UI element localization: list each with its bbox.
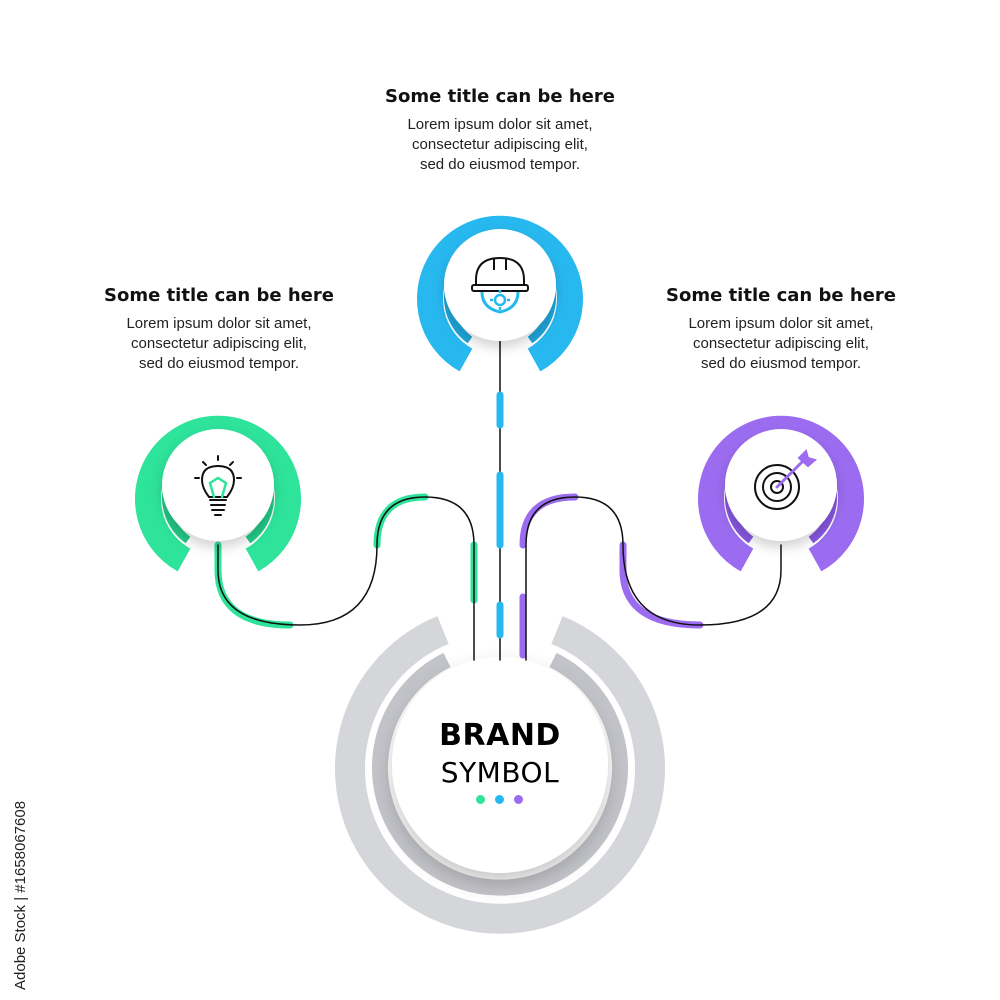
- hub-outer-ring: [335, 616, 665, 934]
- node-left: [135, 415, 301, 572]
- step-top-body-line: sed do eiusmod tempor.: [419, 156, 581, 173]
- step-top-title: Some title can be here: [385, 86, 615, 107]
- connector-purple-line: [525, 496, 782, 661]
- step-left-text: Some title can be here Lorem ipsum dolor…: [69, 284, 369, 374]
- node-top-ring: [417, 215, 583, 372]
- hub-inner-ring: [372, 652, 628, 896]
- connector-purple-accent-3: [619, 541, 704, 629]
- step-left-body-line: consectetur adipiscing elit,: [131, 335, 307, 352]
- connector-green-accent-2: [373, 493, 429, 549]
- stock-watermark: Adobe Stock | #1658067608: [8, 750, 32, 990]
- node-right: [698, 415, 864, 572]
- step-left-body-line: Lorem ipsum dolor sit amet,: [126, 315, 312, 332]
- step-right-text: Some title can be here Lorem ipsum dolor…: [631, 284, 931, 374]
- step-right-body-line: Lorem ipsum dolor sit amet,: [688, 315, 874, 332]
- lightbulb-icon: [194, 455, 242, 516]
- brand-dot-green: [476, 795, 485, 804]
- hub-disc: [392, 657, 608, 873]
- step-left-title: Some title can be here: [104, 285, 334, 306]
- brand-dot-blue: [495, 795, 504, 804]
- brand-line-2: SYMBOL: [440, 756, 560, 789]
- connector-green-line: [217, 496, 475, 661]
- connectors: [214, 334, 782, 661]
- step-right-title: Some title can be here: [666, 285, 896, 306]
- step-left-body: Lorem ipsum dolor sit amet, consectetur …: [69, 314, 369, 374]
- step-right-body-line: consectetur adipiscing elit,: [693, 335, 869, 352]
- target-arrow-icon: [754, 449, 818, 510]
- brand-line-1: BRAND: [439, 718, 561, 753]
- step-right-body: Lorem ipsum dolor sit amet, consectetur …: [631, 314, 931, 374]
- step-top-body: Lorem ipsum dolor sit amet, consectetur …: [350, 115, 650, 175]
- step-top-body-line: Lorem ipsum dolor sit amet,: [407, 116, 593, 133]
- stock-watermark-text: Adobe Stock | #1658067608: [12, 800, 29, 990]
- node-right-ring: [698, 415, 864, 572]
- step-top-body-line: consectetur adipiscing elit,: [412, 136, 588, 153]
- step-left-body-line: sed do eiusmod tempor.: [138, 355, 300, 372]
- node-top: [417, 215, 583, 372]
- worker-helmet-gear-icon: [471, 257, 529, 314]
- hub: [335, 616, 665, 934]
- step-right-body-line: sed do eiusmod tempor.: [700, 355, 862, 372]
- step-top-text: Some title can be here Lorem ipsum dolor…: [350, 85, 650, 175]
- brand-dot-purple: [514, 795, 523, 804]
- node-left-ring: [135, 415, 301, 572]
